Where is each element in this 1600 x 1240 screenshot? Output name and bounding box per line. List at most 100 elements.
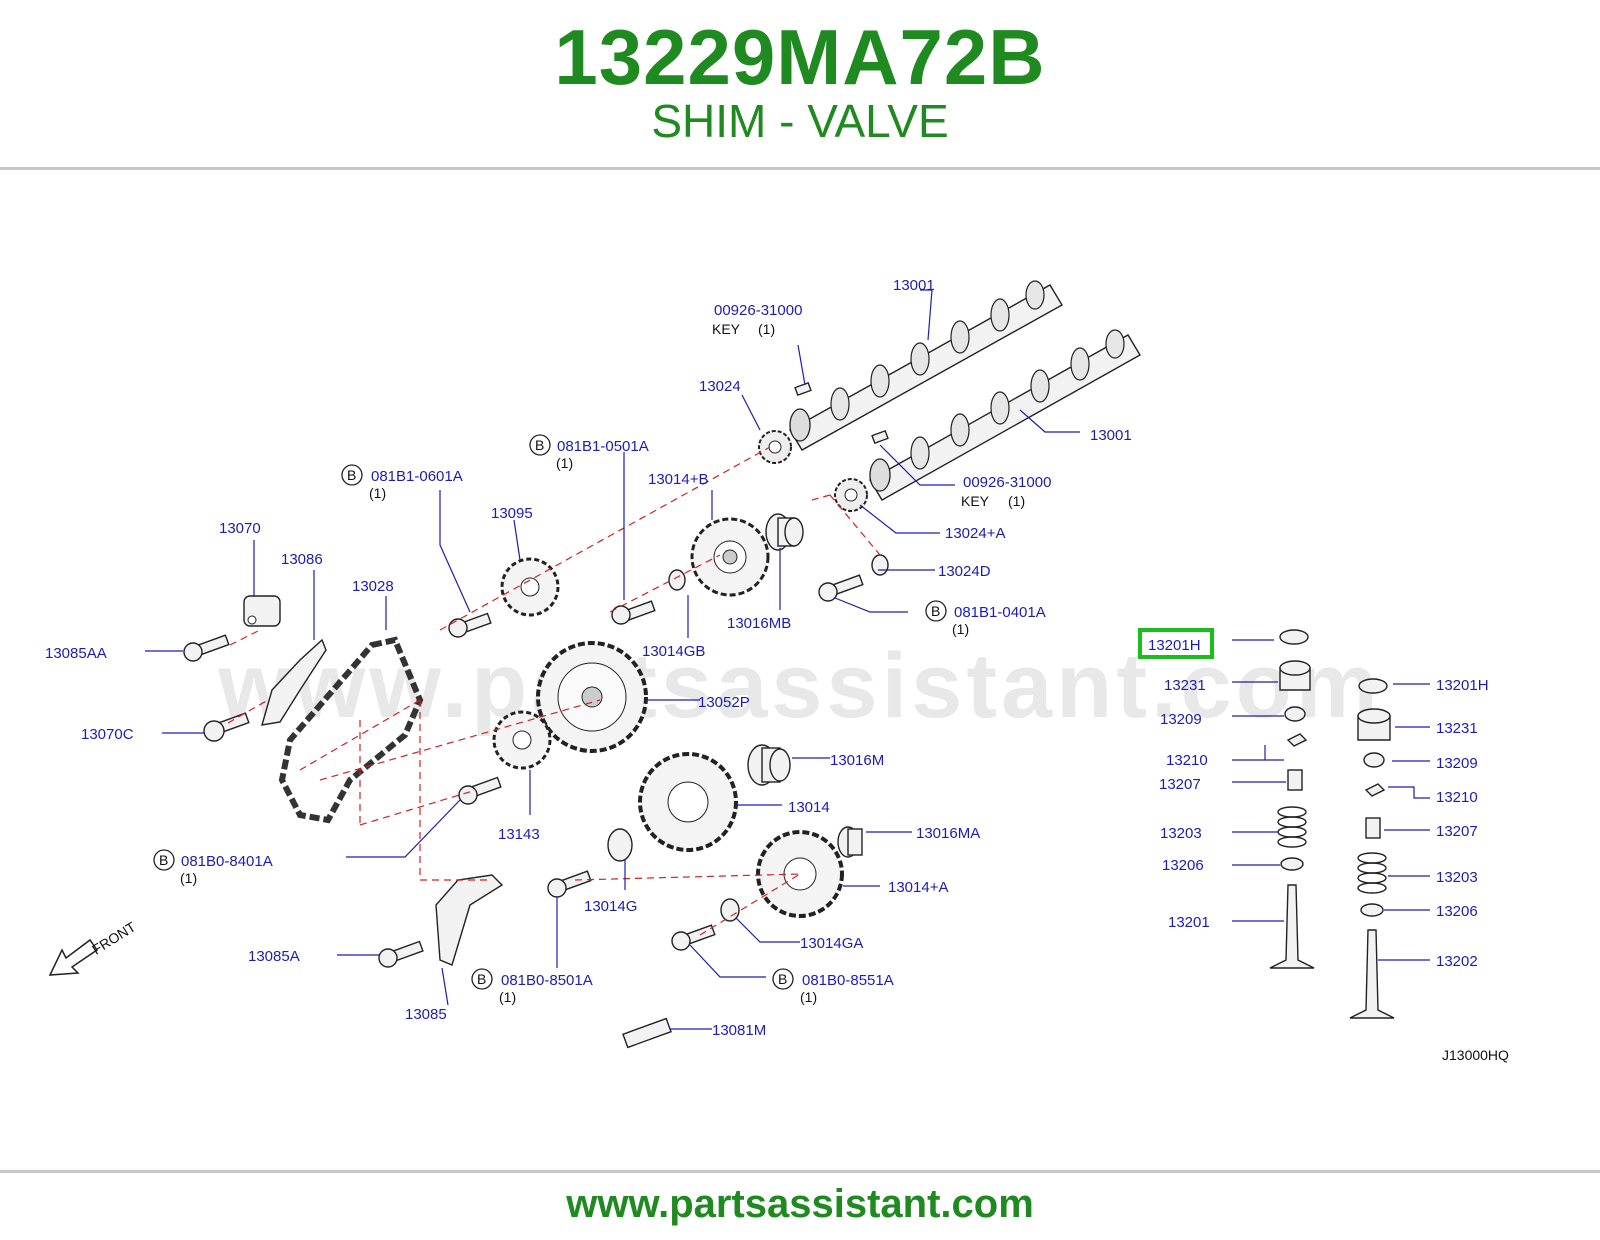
callout-13206-left: 13206 (1162, 857, 1204, 874)
part-13081m (622, 1017, 672, 1049)
callout-13207-right: 13207 (1436, 823, 1478, 840)
header-divider (0, 167, 1600, 170)
part-13016mb (765, 513, 804, 551)
qty-081b0-8551a: (1) (800, 989, 817, 1005)
footer-divider (0, 1170, 1600, 1173)
callout-13024-a: 13024+A (945, 525, 1005, 542)
badge-b-0601a: B (347, 467, 356, 483)
washer-13014gb (668, 569, 686, 591)
valve-stack-left (1269, 629, 1315, 969)
callout-13206-right: 13206 (1436, 903, 1478, 920)
callout-13028: 13028 (352, 578, 394, 595)
bolt-13085aa (183, 634, 230, 662)
qty-081b1-0401a: (1) (952, 621, 969, 637)
bolt-8501a (547, 870, 592, 898)
tensioner-13070 (243, 595, 281, 627)
key-qty-upper: (1) (758, 321, 775, 337)
callout-00926-31000-lower: 00926-31000 (963, 474, 1051, 491)
callout-13210-left: 13210 (1166, 752, 1208, 769)
bolt-8551a (671, 924, 716, 951)
bolt-0401a (818, 574, 864, 602)
qty-081b1-0601a: (1) (369, 485, 386, 501)
bolt-0501a (611, 600, 656, 625)
gear-13014b (690, 517, 770, 597)
bolt-0601a (448, 612, 492, 638)
washer-13014ga (720, 898, 740, 922)
sprocket-13024 (758, 430, 792, 464)
callout-13085: 13085 (405, 1006, 447, 1023)
sprocket-13024a (834, 478, 868, 512)
callout-13070c: 13070C (81, 726, 134, 743)
front-label: FRONT (89, 918, 139, 957)
badge-b-8551a: B (778, 971, 787, 987)
washer-13024d (871, 554, 889, 576)
callout-13016m: 13016M (830, 752, 884, 769)
callout-081b0-8401a: 081B0-8401A (181, 853, 273, 870)
footer-website[interactable]: www.partsassistant.com (566, 1182, 1034, 1226)
key-label-upper: KEY (712, 321, 741, 337)
callout-13095: 13095 (491, 505, 533, 522)
part-13016m (747, 744, 791, 786)
callout-13209-left: 13209 (1160, 711, 1202, 728)
part-13016ma (837, 826, 863, 858)
callout-13024: 13024 (699, 378, 741, 395)
callout-13014ga: 13014GA (800, 935, 863, 952)
camshaft-lower (869, 329, 1141, 501)
callout-13014-b: 13014+B (648, 471, 708, 488)
callout-13001-lower: 13001 (1090, 427, 1132, 444)
bolt-8401a (458, 776, 502, 805)
callout-13085aa: 13085AA (45, 645, 107, 662)
callout-13001-upper: 13001 (893, 277, 935, 294)
callout-13201: 13201 (1168, 914, 1210, 931)
callout-081b0-8551a: 081B0-8551A (802, 972, 894, 989)
callout-13231-right: 13231 (1436, 720, 1478, 737)
callout-13209-right: 13209 (1436, 755, 1478, 772)
callout-13070: 13070 (219, 520, 261, 537)
qty-081b1-0501a: (1) (556, 455, 573, 471)
callout-081b0-8501a: 081B0-8501A (501, 972, 593, 989)
callout-081b1-0601a: 081B1-0601A (371, 468, 463, 485)
timing-chain-13028 (278, 636, 424, 824)
highlighted-part-box (1138, 628, 1214, 659)
callout-13086: 13086 (281, 551, 323, 568)
key-label-lower: KEY (961, 493, 990, 509)
badge-b-0501a: B (535, 437, 544, 453)
front-arrow-icon (48, 938, 99, 976)
gear-13014a (756, 830, 844, 918)
guide-13086 (261, 638, 327, 726)
guide-13085 (435, 874, 504, 966)
callout-13085a: 13085A (248, 948, 300, 965)
callout-13052p: 13052P (698, 694, 750, 711)
part-name: SHIM - VALVE (651, 95, 949, 147)
part-13014g (607, 828, 633, 862)
qty-081b0-8501a: (1) (499, 989, 516, 1005)
callout-13210-right: 13210 (1436, 789, 1478, 806)
callout-13202: 13202 (1436, 953, 1478, 970)
callout-00926-31000-upper: 00926-31000 (714, 302, 802, 319)
diagram-code: J13000HQ (1442, 1047, 1509, 1063)
alignment-lines (227, 446, 881, 936)
sprocket-13143 (492, 710, 552, 770)
callout-13201h-right: 13201H (1436, 677, 1489, 694)
badge-b-8501a: B (477, 971, 486, 987)
key-lower (871, 429, 889, 445)
bolt-badges (153, 434, 947, 990)
callout-13014gb: 13014GB (642, 643, 705, 660)
bolt-13085a (378, 940, 424, 968)
callout-13203-right: 13203 (1436, 869, 1478, 886)
callout-13014-a: 13014+A (888, 879, 948, 896)
valve-stack-right (1349, 678, 1395, 1019)
sprocket-13095 (500, 557, 560, 617)
qty-081b0-8401a: (1) (180, 870, 197, 886)
sprocket-13052p (536, 641, 648, 753)
callout-13231-left: 13231 (1164, 677, 1206, 694)
callout-13203-left: 13203 (1160, 825, 1202, 842)
gear-13014 (638, 752, 738, 852)
callout-13201h-highlighted: 13201H (1148, 637, 1201, 654)
callout-13024d: 13024D (938, 563, 991, 580)
callout-13014: 13014 (788, 799, 830, 816)
callout-13014g: 13014G (584, 898, 637, 915)
callout-081b1-0501a: 081B1-0501A (557, 438, 649, 455)
callout-13016mb: 13016MB (727, 615, 791, 632)
